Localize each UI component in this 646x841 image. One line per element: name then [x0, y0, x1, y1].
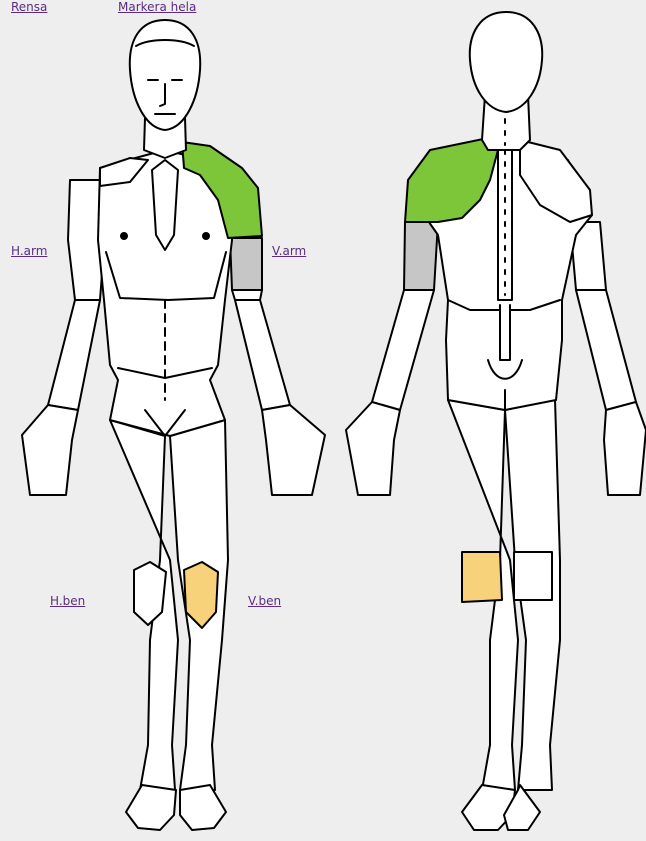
front-right-forearm[interactable]: [48, 300, 100, 410]
back-left-knee[interactable]: [462, 552, 502, 602]
back-left-hand[interactable]: [346, 402, 400, 495]
front-left-upper-arm-lower[interactable]: [232, 290, 262, 300]
back-head[interactable]: [470, 12, 542, 112]
front-figure: [22, 20, 325, 830]
back-right-hand[interactable]: [604, 402, 646, 495]
front-left-hand[interactable]: [262, 405, 325, 495]
back-left-upper-arm[interactable]: [404, 222, 438, 290]
front-right-hand[interactable]: [22, 405, 78, 495]
back-right-knee[interactable]: [514, 552, 552, 600]
front-left-upper-arm[interactable]: [230, 238, 262, 290]
front-right-foot[interactable]: [126, 785, 176, 830]
back-left-forearm[interactable]: [372, 290, 434, 410]
back-right-forearm[interactable]: [576, 290, 636, 410]
back-figure: [346, 12, 646, 830]
front-left-forearm[interactable]: [235, 300, 290, 410]
front-left-foot[interactable]: [180, 785, 226, 830]
